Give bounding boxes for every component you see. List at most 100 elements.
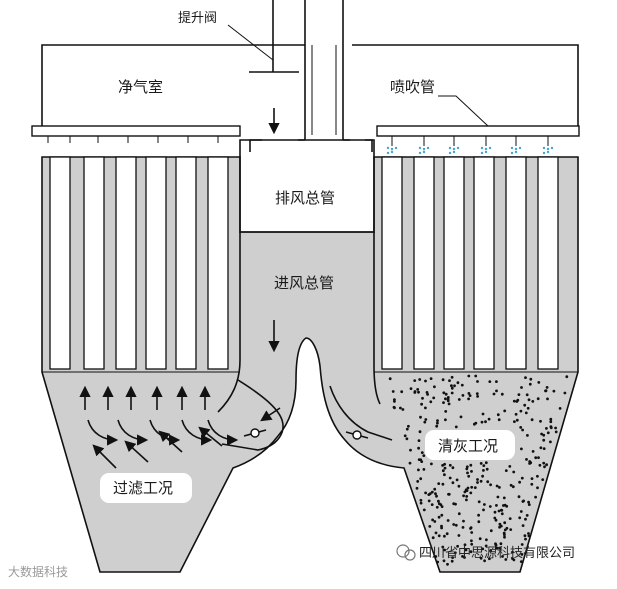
dust-dot — [524, 411, 528, 415]
spray-dot — [386, 151, 390, 155]
dust-dot — [503, 409, 507, 413]
dust-dot — [416, 480, 420, 483]
dust-dot — [399, 406, 402, 410]
inlet-main-label: 进风总管 — [274, 274, 334, 292]
dust-dot — [416, 388, 420, 391]
dust-dot — [444, 418, 447, 422]
dust-dot — [483, 559, 486, 563]
dust-dot — [485, 467, 489, 471]
dust-dot — [444, 397, 447, 401]
curved-flow-arrow — [181, 419, 213, 446]
dust-dot — [403, 434, 407, 438]
dust-dot — [521, 428, 524, 432]
dust-dot — [518, 516, 522, 520]
dust-dot — [419, 477, 423, 481]
spray-dot — [390, 150, 394, 154]
dust-dot — [542, 438, 546, 442]
dust-dot — [437, 482, 441, 485]
spray-dot — [480, 146, 484, 150]
dust-dot — [419, 498, 423, 502]
filter-bag — [473, 156, 495, 370]
dust-dot — [527, 534, 531, 538]
filtering-mode-label: 过滤工况 — [113, 479, 173, 497]
dust-dot — [522, 499, 525, 503]
spray-dot — [514, 147, 518, 151]
dust-dot — [450, 386, 454, 390]
spray-dot — [546, 147, 550, 151]
dust-dot — [454, 425, 458, 429]
dust-dot — [512, 558, 516, 562]
dust-dot — [517, 393, 521, 396]
filter-bag — [505, 156, 527, 370]
dust-dot — [470, 531, 474, 534]
dust-dot — [525, 393, 529, 397]
dust-dot — [512, 470, 516, 474]
dust-dot — [519, 409, 523, 413]
dust-dot — [511, 550, 514, 554]
dust-dot — [440, 526, 443, 530]
dust-dot — [459, 415, 463, 419]
dust-dot — [430, 503, 434, 506]
dust-dot — [435, 424, 439, 428]
spray-dot — [546, 150, 550, 154]
dust-dot — [495, 504, 498, 507]
dust-dot — [545, 386, 549, 389]
dust-dot — [424, 379, 427, 383]
dust-dot — [431, 518, 434, 522]
dust-dot — [418, 378, 422, 381]
dust-dot — [544, 389, 548, 393]
flow-arrows — [79, 108, 281, 469]
dust-dot — [489, 549, 493, 553]
spray-dot — [542, 151, 546, 155]
dust-dot — [549, 420, 553, 424]
cleaning-mode-label: 清灰工况 — [438, 437, 498, 455]
dust-dot — [470, 539, 473, 543]
diag-arrow — [158, 430, 183, 453]
dust-dot — [528, 382, 532, 386]
dust-dot — [442, 401, 445, 404]
exhaust-riser — [304, 0, 344, 140]
spray-dot — [452, 147, 456, 151]
dust-dot — [524, 537, 527, 541]
dust-dot — [531, 450, 535, 453]
dust-dot — [413, 390, 417, 393]
dust-dot — [515, 400, 519, 403]
dust-dot — [528, 462, 531, 465]
dust-dot — [465, 465, 469, 469]
filter-bag — [145, 156, 167, 370]
dust-dot — [536, 486, 539, 490]
dust-dot — [525, 514, 529, 517]
dust-dot — [442, 391, 446, 395]
dust-dot — [504, 469, 508, 472]
dust-dot — [457, 398, 461, 401]
dust-dot — [527, 532, 530, 535]
dust-dot — [554, 426, 557, 430]
spray-dot — [510, 151, 514, 155]
dust-dot — [450, 391, 454, 395]
dust-dot — [448, 476, 452, 480]
dust-dot — [549, 426, 553, 430]
dust-dot — [478, 537, 482, 541]
dust-dot — [530, 418, 534, 422]
diag-arrow — [92, 444, 117, 469]
diag-arrow — [198, 426, 223, 447]
dust-dot — [489, 483, 492, 487]
dust-dot — [476, 395, 479, 398]
dust-dot — [539, 419, 542, 423]
filter-bag — [413, 156, 435, 370]
cleaning-label-bg — [425, 430, 515, 460]
spray-dot — [542, 146, 546, 150]
dust-dot — [470, 542, 474, 546]
dust-dot — [424, 491, 427, 495]
dust-dot — [526, 406, 530, 410]
dust-dot — [441, 378, 445, 382]
spray-dot — [448, 146, 452, 150]
dust-dot — [498, 486, 501, 489]
dust-dot — [467, 474, 471, 478]
blow-pipe-leader — [438, 95, 489, 127]
dust-dot — [448, 463, 452, 467]
dust-dot — [519, 560, 523, 563]
dust-dot — [484, 461, 488, 465]
dust-dot — [440, 505, 444, 508]
filter-bag — [381, 156, 403, 370]
